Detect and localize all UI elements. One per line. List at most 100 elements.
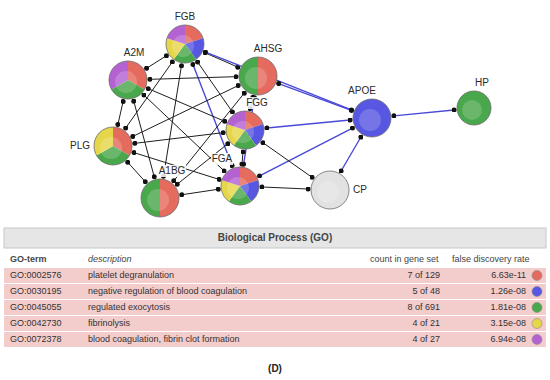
- interaction-line: [341, 137, 361, 171]
- node-shine: [100, 137, 122, 159]
- protein-label: A1BG: [158, 165, 187, 177]
- term-color-dot: [532, 319, 542, 329]
- node-shine: [462, 100, 482, 120]
- interaction-line: [198, 62, 233, 112]
- protein-node: APOE: [352, 98, 392, 138]
- protein-node: A1BG: [140, 178, 180, 218]
- node-shine: [115, 71, 137, 93]
- protein-node: FGB: [165, 24, 205, 64]
- fdr-value: 6.94e-08: [460, 332, 526, 347]
- column-header: GO-term: [10, 252, 47, 266]
- table-row-ground: [4, 268, 546, 283]
- table-header-bar: [4, 228, 546, 248]
- node-shine: [232, 121, 254, 143]
- node-shine: [359, 109, 381, 131]
- protein-label: FGA: [211, 153, 234, 165]
- table-row-ground: [4, 284, 546, 299]
- gene-count: 7 of 129: [380, 268, 440, 283]
- gene-count: 4 of 27: [380, 332, 440, 347]
- go-description: fibrinolysis: [88, 316, 130, 331]
- protein-node: AHSG: [238, 56, 278, 96]
- interaction-line: [133, 86, 238, 137]
- go-description: platelet degranulation: [88, 268, 174, 283]
- protein-label: FGG: [245, 97, 269, 109]
- term-color-dot: [532, 303, 542, 313]
- interaction-line: [118, 101, 123, 124]
- node-shine: [227, 177, 249, 199]
- interaction-line: [135, 133, 223, 144]
- term-color-dot: [532, 287, 542, 297]
- term-color-dot: [532, 271, 542, 281]
- table-title: Biological Process (GO): [4, 228, 546, 248]
- node-outline: [311, 171, 349, 209]
- term-color-dot: [532, 335, 542, 345]
- pie-segment: [457, 91, 491, 125]
- node-circle: [108, 60, 148, 100]
- interaction-line: [150, 77, 236, 80]
- node-outline: [109, 61, 147, 99]
- protein-node: A2M: [108, 60, 148, 100]
- protein-label: FGB: [174, 11, 197, 23]
- protein-node: HP: [456, 90, 492, 126]
- fdr-value: 1.81e-08: [460, 300, 526, 315]
- node-outline: [457, 91, 491, 125]
- fdr-value: 1.26e-08: [460, 284, 526, 299]
- interaction-line: [134, 153, 219, 180]
- protein-node: FGA: [220, 166, 260, 206]
- interaction-line: [262, 187, 308, 189]
- table-row-ground: [4, 316, 546, 331]
- go-term-id: GO:0072378: [10, 332, 62, 347]
- node-circle: [225, 110, 265, 150]
- protein-label: PLG: [69, 140, 91, 152]
- node-shine: [245, 67, 267, 89]
- go-term-id: GO:0045055: [10, 300, 62, 315]
- interaction-line: [279, 84, 352, 111]
- protein-label: AHSG: [253, 43, 283, 55]
- node-outline: [239, 57, 277, 95]
- interaction-line: [205, 53, 238, 67]
- node-circle: [310, 170, 350, 210]
- table-row-ground: [4, 332, 546, 347]
- node-outline: [166, 25, 204, 63]
- protein-label: HP: [474, 77, 490, 89]
- table-row-ground: [4, 300, 546, 315]
- interaction-line: [164, 66, 182, 177]
- interaction-line: [128, 162, 145, 181]
- go-description: regulated exocytosis: [88, 300, 170, 315]
- node-layer: FGB A2M AHSG HP APOE FGG PLG CP FGA A1BG: [0, 0, 550, 228]
- interaction-line: [242, 152, 243, 164]
- pie-segment: [353, 99, 391, 137]
- interaction-line: [260, 128, 353, 176]
- protein-label: A2M: [123, 47, 146, 59]
- go-term-id: GO:0030195: [10, 284, 62, 299]
- node-outline: [353, 99, 391, 137]
- node-circle: [140, 178, 180, 218]
- node-circle: [238, 56, 278, 96]
- gene-count: 8 of 691: [380, 300, 440, 315]
- interaction-line: [267, 120, 350, 128]
- go-term-id: GO:0002576: [10, 268, 62, 283]
- node-outline: [141, 179, 179, 217]
- node-circle: [165, 24, 205, 64]
- column-header: count in gene set: [370, 252, 439, 266]
- pie-segment: [311, 171, 349, 209]
- protein-node: FGG: [225, 110, 265, 150]
- interaction-line: [147, 56, 167, 69]
- figure-caption: (D): [0, 362, 550, 376]
- go-description: negative regulation of blood coagulation: [88, 284, 247, 299]
- node-outline: [221, 167, 259, 205]
- interaction-line: [148, 89, 225, 122]
- protein-label: CP: [352, 184, 368, 196]
- node-outline: [226, 111, 264, 149]
- fdr-value: 6.63e-11: [460, 268, 526, 283]
- node-outline: [94, 127, 132, 165]
- node-circle: [352, 98, 392, 138]
- column-header: description: [88, 252, 132, 266]
- protein-node: CP: [310, 170, 350, 210]
- interaction-line: [263, 143, 312, 178]
- go-term-id: GO:0042730: [10, 316, 62, 331]
- go-description: blood coagulation, fibrin clot formation: [88, 332, 240, 347]
- interaction-line: [205, 52, 351, 110]
- interaction-line: [394, 110, 454, 116]
- protein-node: PLG: [93, 126, 133, 166]
